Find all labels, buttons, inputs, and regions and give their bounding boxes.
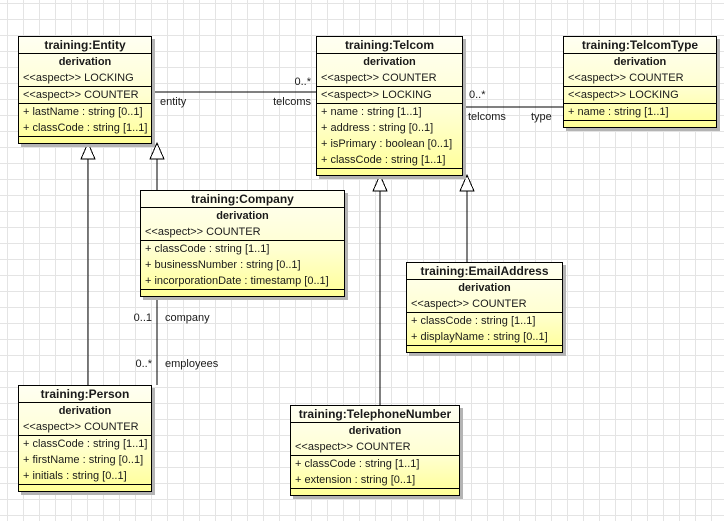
attributes-compartment: + classCode : string [1..1] + firstName … xyxy=(19,436,151,485)
edge-role-label-company[interactable]: company xyxy=(165,312,210,324)
attribute-row[interactable]: + lastName : string [0..1] xyxy=(23,106,143,118)
derivation-label: derivation xyxy=(458,282,511,294)
edge-role-label-telcoms[interactable]: telcoms xyxy=(468,111,506,123)
attribute-row[interactable]: + businessNumber : string [0..1] xyxy=(145,259,301,271)
edge-role-label-telcoms[interactable]: telcoms xyxy=(273,96,311,108)
attribute-row[interactable]: + classCode : string [1..1] xyxy=(23,438,148,450)
attribute-row[interactable]: + name : string [1..1] xyxy=(568,106,669,118)
class-title[interactable]: training:EmailAddress xyxy=(407,263,562,280)
attribute-row[interactable]: + address : string [0..1] xyxy=(321,122,434,134)
attribute-row[interactable]: + initials : string [0..1] xyxy=(23,470,127,482)
operations-compartment-empty xyxy=(19,137,151,143)
operations-compartment-empty xyxy=(19,485,151,491)
operations-compartment-empty xyxy=(564,121,716,127)
edge-role-label-entity[interactable]: entity xyxy=(160,96,187,108)
operations-compartment-empty xyxy=(291,489,459,495)
operations-compartment-empty xyxy=(407,346,562,352)
attributes-compartment: + classCode : string [1..1] + displayNam… xyxy=(407,313,562,346)
aspect-row[interactable]: <<aspect>> COUNTER xyxy=(407,296,562,313)
class-training-telcomtype[interactable]: training:TelcomType derivation <<aspect>… xyxy=(563,36,717,128)
class-title[interactable]: training:Company xyxy=(141,191,344,208)
class-training-emailaddress[interactable]: training:EmailAddress derivation <<aspec… xyxy=(406,262,563,353)
class-training-person[interactable]: training:Person derivation <<aspect>> CO… xyxy=(18,385,152,492)
derivation-label: derivation xyxy=(58,56,112,68)
class-training-telephonenumber[interactable]: training:TelephoneNumber derivation <<as… xyxy=(290,405,460,496)
edge-multiplicity-label[interactable]: 0..* xyxy=(469,89,486,101)
edge-multiplicity-label[interactable]: 0..1 xyxy=(133,312,152,324)
edge-multiplicity-label[interactable]: 0..* xyxy=(135,358,152,370)
attributes-compartment: + name : string [1..1] + address : strin… xyxy=(317,104,462,169)
attribute-row[interactable]: + name : string [1..1] xyxy=(321,106,422,118)
edge-role-label-employees[interactable]: employees xyxy=(165,358,219,370)
generalization-arrowhead xyxy=(149,141,165,160)
aspect-row[interactable]: <<aspect>> LOCKING xyxy=(317,87,462,104)
class-title[interactable]: training:Person xyxy=(19,386,151,403)
attribute-row[interactable]: + classCode : string [1..1] xyxy=(295,458,420,470)
attribute-row[interactable]: + incorporationDate : timestamp [0..1] xyxy=(145,275,329,287)
attributes-compartment: + lastName : string [0..1] + classCode :… xyxy=(19,104,151,137)
attribute-row[interactable]: + classCode : string [1..1] xyxy=(321,154,446,166)
attribute-row[interactable]: + isPrimary : boolean [0..1] xyxy=(321,138,453,150)
attribute-row[interactable]: + firstName : string [0..1] xyxy=(23,454,144,466)
class-training-entity[interactable]: training:Entity derivation <<aspect>> LO… xyxy=(18,36,152,144)
derivation-label: derivation xyxy=(613,56,667,68)
aspect-row[interactable]: <<aspect>> LOCKING xyxy=(19,70,151,87)
aspect-row[interactable]: <<aspect>> COUNTER xyxy=(564,70,716,87)
attribute-row[interactable]: + classCode : string [1..1] xyxy=(411,315,536,327)
generalization-arrowhead xyxy=(459,173,475,192)
generalization-arrowhead xyxy=(372,173,388,192)
generalization-arrowhead xyxy=(80,141,96,160)
class-title[interactable]: training:Telcom xyxy=(317,37,462,54)
edge-multiplicity-label[interactable]: 0..* xyxy=(294,76,311,88)
attribute-row[interactable]: + extension : string [0..1] xyxy=(295,474,416,486)
aspect-row[interactable]: <<aspect>> COUNTER xyxy=(141,224,344,241)
derivation-label: derivation xyxy=(216,210,269,222)
edge-role-label-type[interactable]: type xyxy=(531,111,552,123)
operations-compartment-empty xyxy=(141,290,344,296)
attributes-compartment: + name : string [1..1] xyxy=(564,104,716,121)
class-title[interactable]: training:TelcomType xyxy=(564,37,716,54)
class-title[interactable]: training:TelephoneNumber xyxy=(291,406,459,423)
derivation-label: derivation xyxy=(348,425,402,437)
attribute-row[interactable]: + displayName : string [0..1] xyxy=(411,331,548,343)
attribute-row[interactable]: + classCode : string [1..1] xyxy=(145,243,270,255)
derivation-label: derivation xyxy=(58,405,112,417)
class-training-telcom[interactable]: training:Telcom derivation <<aspect>> CO… xyxy=(316,36,463,176)
class-title[interactable]: training:Entity xyxy=(19,37,151,54)
attributes-compartment: + classCode : string [1..1] + businessNu… xyxy=(141,241,344,290)
aspect-row[interactable]: <<aspect>> COUNTER xyxy=(19,419,151,436)
operations-compartment-empty xyxy=(317,169,462,175)
attribute-row[interactable]: + classCode : string [1..1] xyxy=(23,122,148,134)
aspect-row[interactable]: <<aspect>> COUNTER xyxy=(317,70,462,87)
aspect-row[interactable]: <<aspect>> COUNTER xyxy=(19,87,151,104)
aspect-row[interactable]: <<aspect>> LOCKING xyxy=(564,87,716,104)
attributes-compartment: + classCode : string [1..1] + extension … xyxy=(291,456,459,489)
derivation-label: derivation xyxy=(363,56,416,68)
class-training-company[interactable]: training:Company derivation <<aspect>> C… xyxy=(140,190,345,297)
aspect-row[interactable]: <<aspect>> COUNTER xyxy=(291,439,459,456)
